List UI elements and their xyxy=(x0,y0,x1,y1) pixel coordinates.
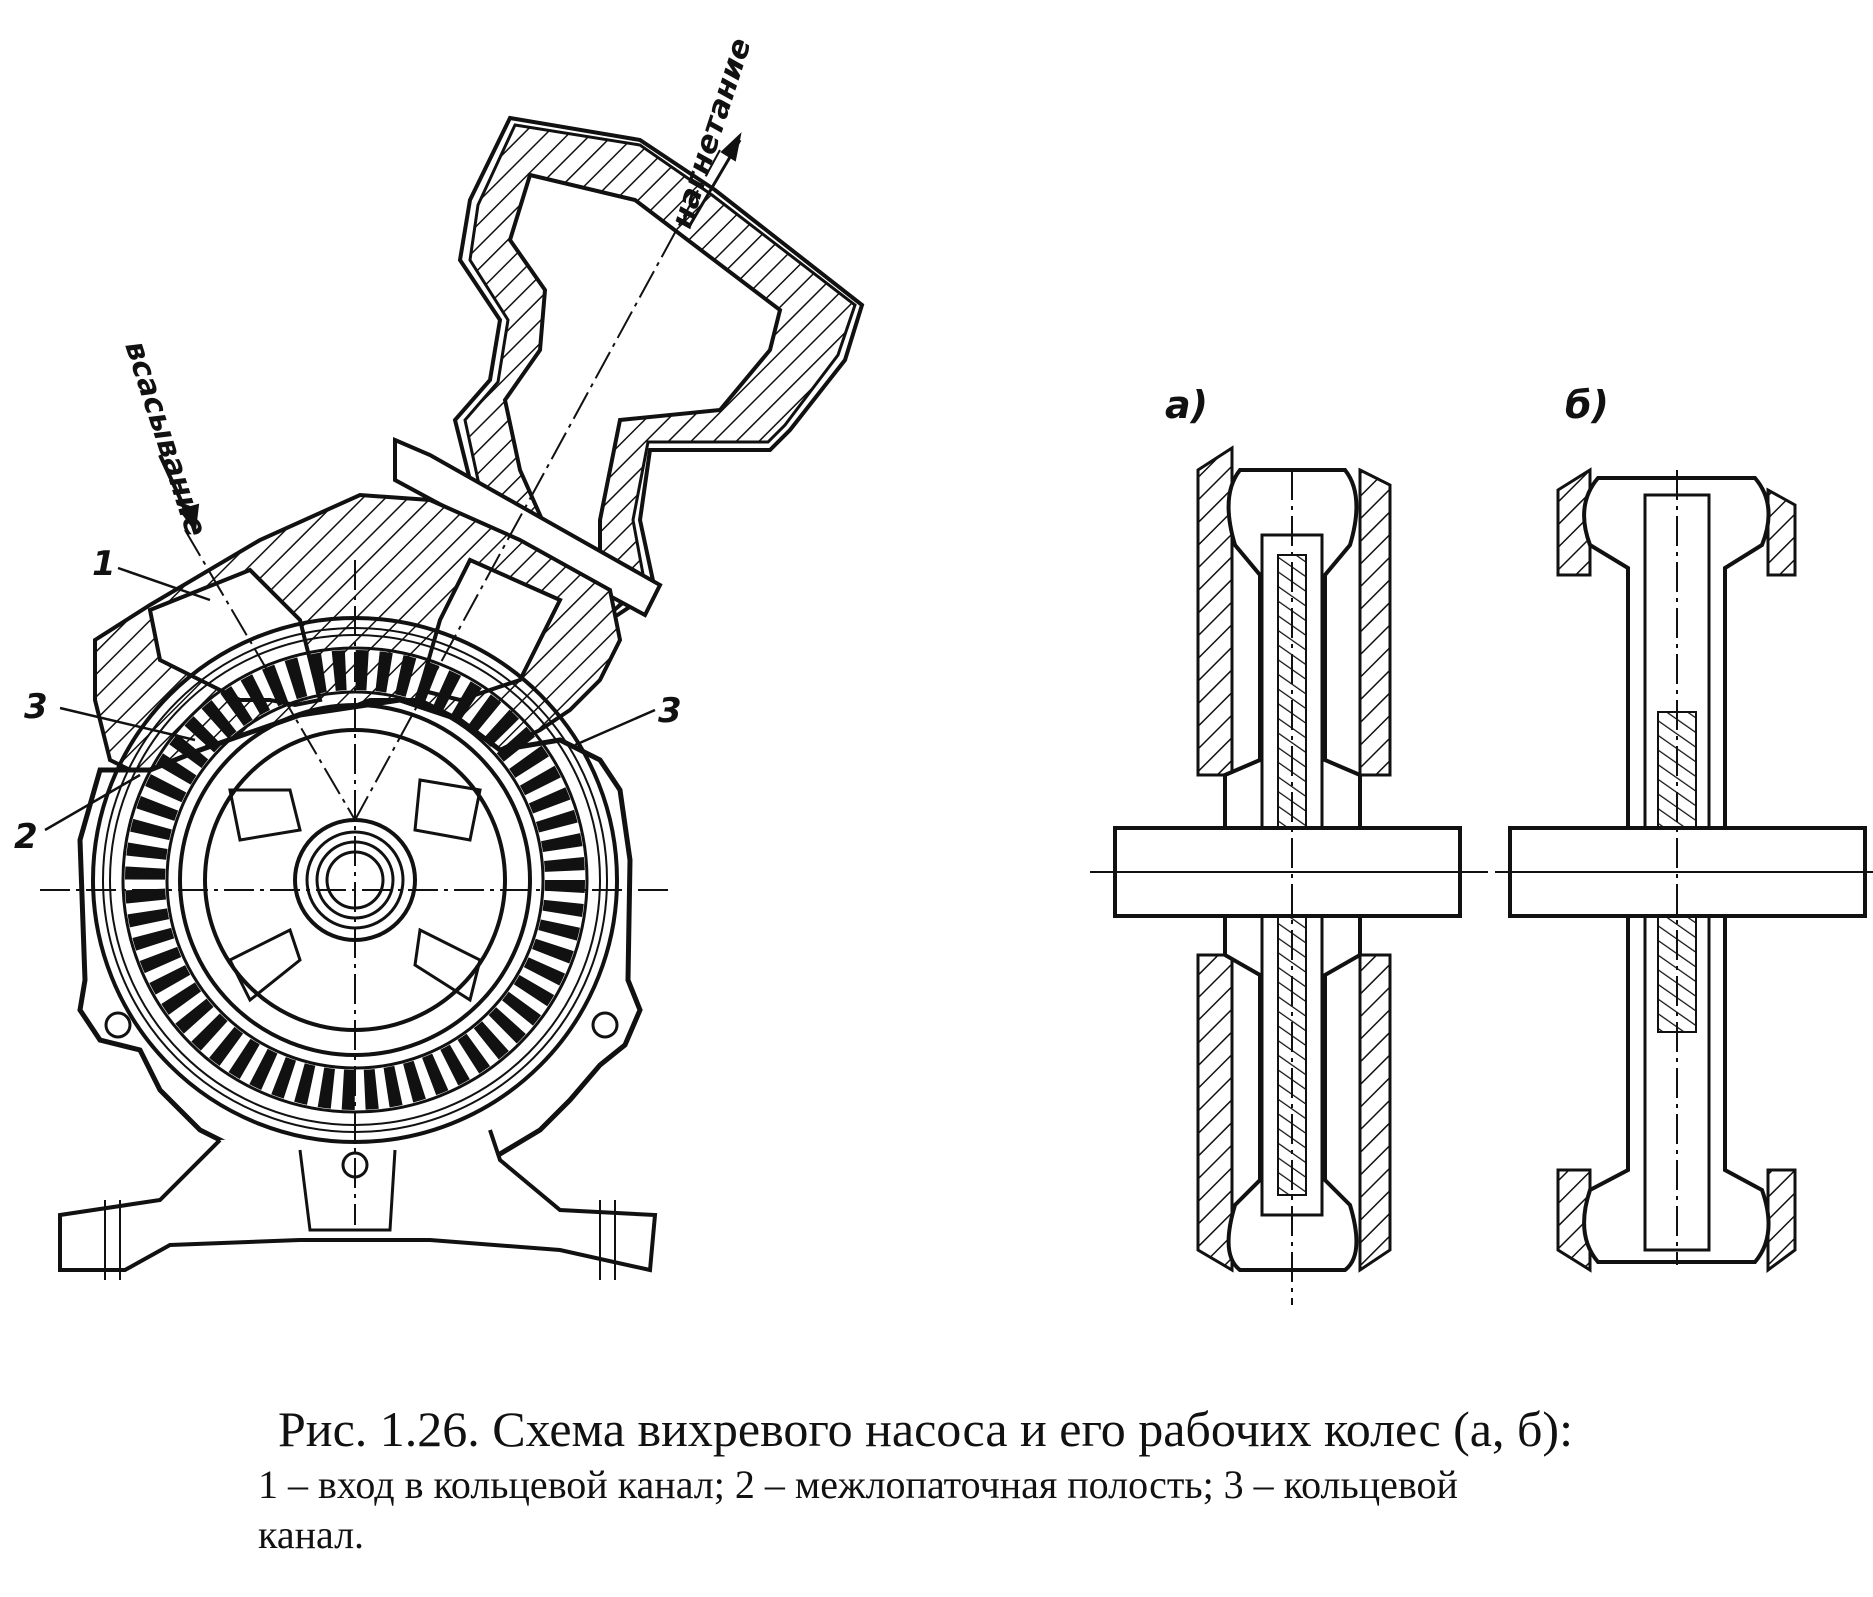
bolt xyxy=(591,1011,619,1039)
impeller-blades xyxy=(125,650,585,1110)
impeller-a-section xyxy=(1090,445,1490,1305)
pump-cross-section xyxy=(40,115,865,1280)
casing-a-right xyxy=(1358,467,1392,1273)
wheel-a-label: а) xyxy=(1165,383,1208,427)
casing-b-left xyxy=(1556,467,1592,1273)
callout-3-left: 3 xyxy=(24,687,48,727)
callout-3-right: 3 xyxy=(658,691,682,731)
callout-2: 2 xyxy=(14,817,38,857)
pump-figure: нагнетание всасывание 1 3 2 3 а) б) xyxy=(14,34,1873,1305)
impeller-b-section xyxy=(1495,467,1873,1273)
inlet-label: всасывание xyxy=(117,337,213,541)
caption-legend-line-2: канал. xyxy=(258,1512,365,1557)
wheel-b-label: б) xyxy=(1565,383,1609,427)
caption-legend-line-1: 1 – вход в кольцевой канал; 2 – межлопат… xyxy=(258,1462,1458,1507)
discharge-flange xyxy=(393,436,663,618)
bolt xyxy=(104,1011,132,1039)
figure-caption: Рис. 1.26. Схема вихревого насоса и его … xyxy=(258,1398,1818,1560)
callout-1: 1 xyxy=(92,544,116,584)
caption-title: Рис. 1.26. Схема вихревого насоса и его … xyxy=(278,1401,1573,1457)
